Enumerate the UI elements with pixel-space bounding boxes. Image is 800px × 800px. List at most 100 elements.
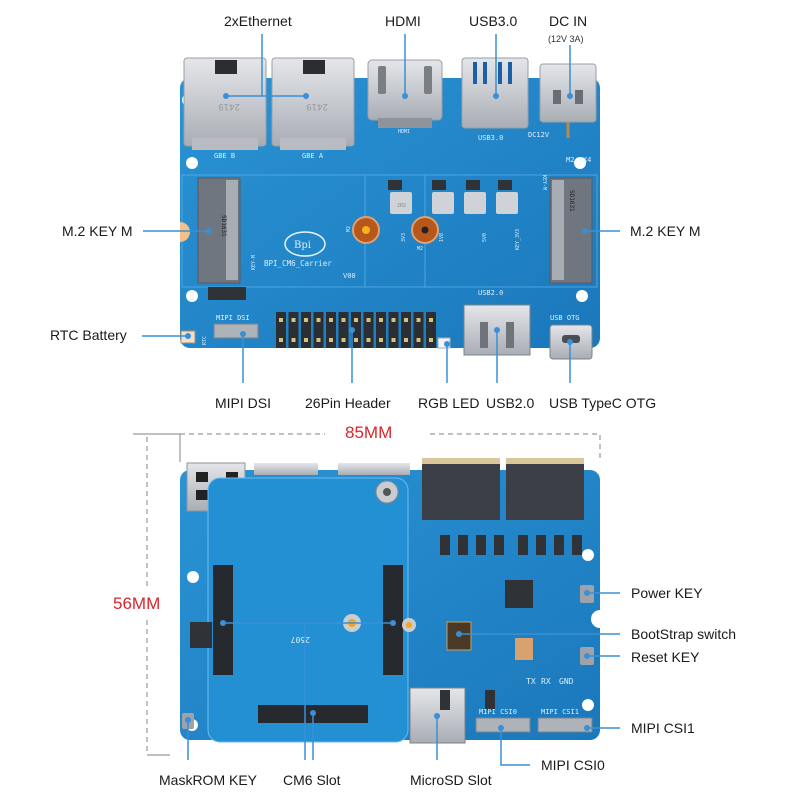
bottom-board (180, 458, 600, 744)
header-pin (404, 338, 408, 342)
header-pin-column (363, 312, 374, 348)
header-pin (304, 338, 308, 342)
header-pin (429, 318, 433, 322)
header-pin (291, 318, 296, 322)
smd-component (554, 535, 564, 555)
header-pin-column (388, 312, 399, 348)
dc-jack (539, 63, 597, 138)
header-pin (366, 338, 371, 342)
header-pin (366, 318, 371, 322)
callout-reset-key: Reset KEY (631, 649, 700, 665)
header-pin-column (401, 312, 411, 348)
header-pin-column (301, 312, 311, 348)
callout-power-key: Power KEY (631, 585, 703, 601)
silk-dc12v: DC12V (528, 131, 550, 139)
26pin-header (276, 312, 436, 348)
rj45-b (183, 57, 267, 150)
smd-component (572, 535, 582, 555)
silk-inductor: 2R2 (397, 203, 406, 209)
silk-rtc: RTC (202, 336, 208, 345)
callout-dc-in-spec: (12V 3A) (548, 34, 584, 44)
silk-key-m-left: KEY-M (251, 255, 257, 270)
callout-bootstrap-switch: BootStrap switch (631, 626, 737, 642)
silk-m2-1: M2 (346, 226, 352, 232)
callout-m2-left: M.2 KEY M (62, 223, 133, 239)
header-pin (341, 338, 346, 342)
callout-dots (185, 93, 590, 731)
callout-rtc-battery: RTC Battery (50, 327, 127, 343)
mount-hole (576, 290, 588, 302)
callout-cm6-slot: CM6 Slot (283, 772, 341, 788)
callout-usb2: USB2.0 (486, 395, 535, 411)
silk-rx: RX (541, 677, 551, 686)
silk-3v3: 3V3 (401, 233, 407, 242)
callout-hdmi: HDMI (385, 13, 421, 29)
mipi-csi1-connector (537, 717, 593, 733)
mipi-csi0-connector (475, 717, 531, 733)
header-pin (316, 318, 321, 322)
header-pin (429, 338, 433, 342)
hdmi-rear (338, 463, 410, 475)
silk-hdmi: HDMI (398, 129, 410, 135)
header-pin (391, 338, 396, 342)
header-pin-column (338, 312, 349, 348)
silk-logo: Bpi (294, 240, 311, 251)
header-pin-column (376, 312, 386, 348)
inductor (496, 192, 518, 214)
header-pin-column (351, 312, 361, 348)
smd-component (536, 535, 546, 555)
silk-rj45-code-2: 2419 (306, 101, 328, 111)
mipi-dsi-connector (213, 323, 259, 339)
callout-26pin-header: 26Pin Header (305, 395, 391, 411)
smd-component (458, 535, 468, 555)
silk-ssd-left: SD1631 (220, 215, 227, 237)
header-pin (341, 318, 346, 322)
header-pin-column (313, 312, 324, 348)
usb3-port (461, 57, 529, 129)
silk-usb2: USB2.0 (478, 289, 503, 297)
top-silkscreen: GBE B GBE A HDMI USB3.0 DC12V M2.5X4 Bpi… (202, 101, 591, 345)
usb-rear (254, 463, 318, 475)
header-pin (279, 338, 283, 342)
header-pin (304, 318, 308, 322)
silk-gnd: GND (559, 677, 574, 686)
callout-maskrom-key: MaskROM KEY (159, 772, 258, 788)
silk-date-code: 2507 (291, 635, 310, 644)
pin-header-3 (208, 287, 246, 300)
dimension-width: 85MM (345, 423, 393, 442)
header-pin (416, 338, 421, 342)
callout-usb-typec-otg: USB TypeC OTG (549, 395, 657, 411)
silk-5v0: 5V0 (482, 233, 488, 242)
header-pin (391, 318, 396, 322)
header-pin (329, 318, 333, 322)
callout-lines (142, 34, 620, 766)
header-pin-column (413, 312, 424, 348)
smd-component (440, 690, 450, 710)
silk-csi0: MIPI CSI0 (479, 708, 517, 716)
header-pin (279, 318, 283, 322)
smd-component (494, 535, 504, 555)
cm6-region (207, 477, 409, 743)
header-pin (316, 338, 321, 342)
callout-microsd-slot: MicroSD Slot (410, 772, 492, 788)
header-pin (354, 318, 358, 322)
header-pin (379, 318, 383, 322)
header-pin-column (288, 312, 299, 348)
callout-mipi-csi0: MIPI CSI0 (541, 757, 605, 773)
inductor (464, 192, 486, 214)
silk-m2-2: M2 (417, 246, 423, 252)
header-pin-column (276, 312, 286, 348)
silk-ssd-right: SD1631 (568, 190, 575, 212)
mount-hole (186, 290, 198, 302)
m2-rear-left (422, 460, 500, 520)
silk-usb-otg: USB OTG (550, 314, 580, 322)
bottom-silkscreen: TX RX GND MIPI CSI0 MIPI CSI1 2507 (291, 635, 579, 716)
bpi-logo (284, 231, 326, 257)
header-pin (291, 338, 296, 342)
rgb-led (437, 337, 451, 349)
header-pin (416, 318, 421, 322)
smd-component (440, 535, 450, 555)
silk-m2-screw: M2.5X4 (566, 156, 591, 164)
